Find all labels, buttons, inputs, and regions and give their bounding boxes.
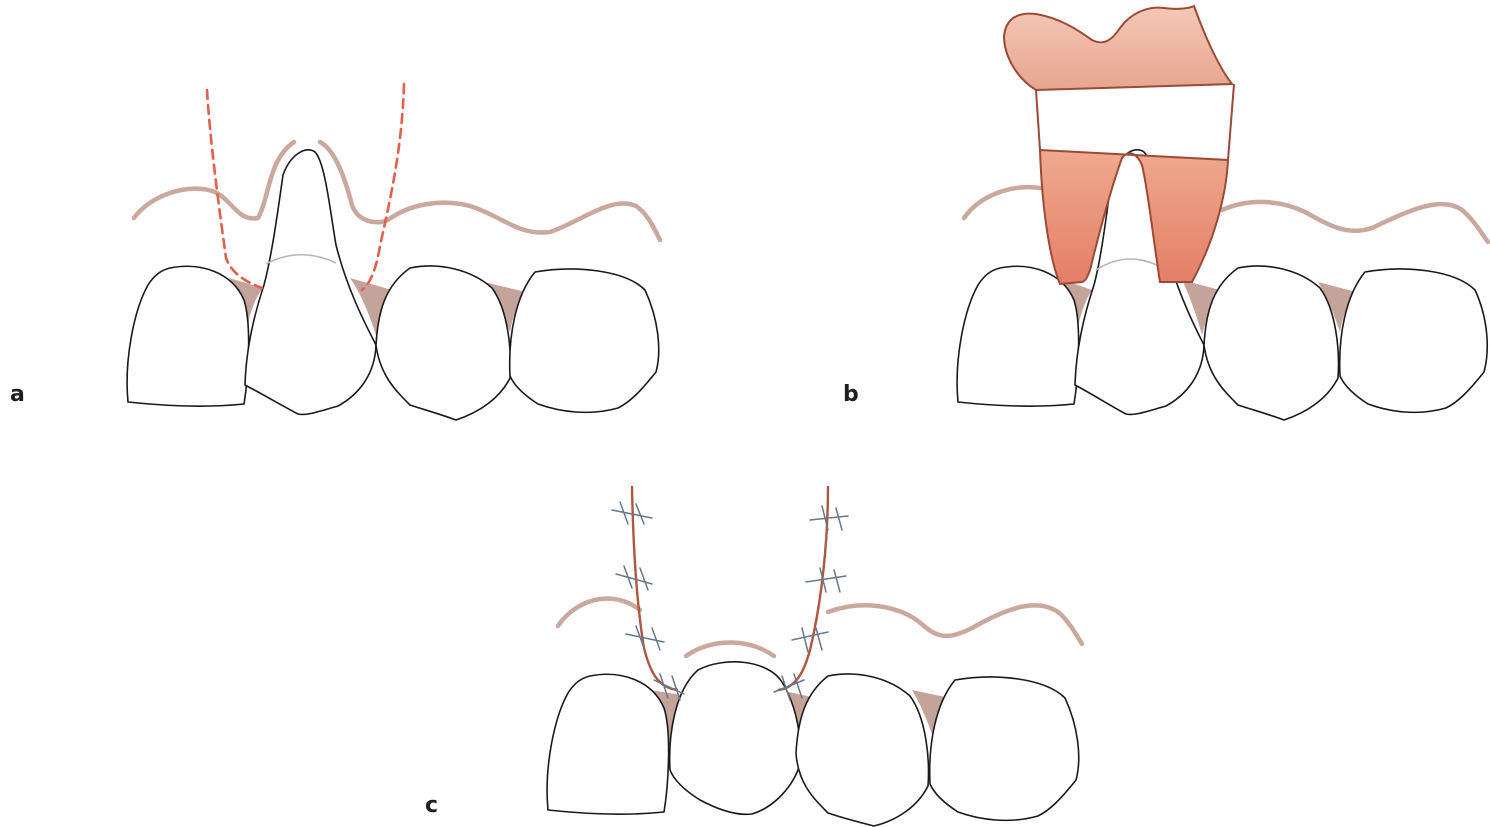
suture-stitch	[806, 568, 846, 592]
tooth-right	[796, 674, 928, 826]
flap-top-reflected	[1004, 6, 1232, 90]
tooth-right	[376, 266, 510, 420]
tooth-far-right	[1340, 269, 1488, 412]
tooth-central	[670, 662, 800, 814]
tooth-left	[957, 266, 1079, 406]
tooth-left	[547, 674, 669, 814]
panel-c	[547, 486, 1082, 826]
suture-stitch	[616, 566, 652, 590]
panel-a	[127, 84, 660, 420]
panel-label-c: c	[425, 795, 438, 817]
tooth-right	[1204, 266, 1338, 420]
incision-left	[207, 90, 262, 288]
panel-label-a: a	[10, 384, 25, 406]
tooth-far-right	[510, 269, 659, 412]
panel-label-b: b	[843, 384, 859, 406]
flap-side-left	[1036, 90, 1040, 150]
sutured-flap-edges	[632, 486, 828, 690]
suture-stitch	[626, 626, 664, 650]
teeth	[547, 662, 1079, 826]
flap-side-right	[1228, 84, 1234, 160]
incision-right	[362, 84, 404, 290]
tooth-left	[127, 266, 249, 406]
panel-b	[957, 6, 1488, 420]
tooth-far-right	[930, 677, 1079, 820]
suture-stitch	[810, 506, 848, 530]
flap-edge-left	[632, 486, 678, 690]
flap-edge-right	[778, 486, 828, 690]
